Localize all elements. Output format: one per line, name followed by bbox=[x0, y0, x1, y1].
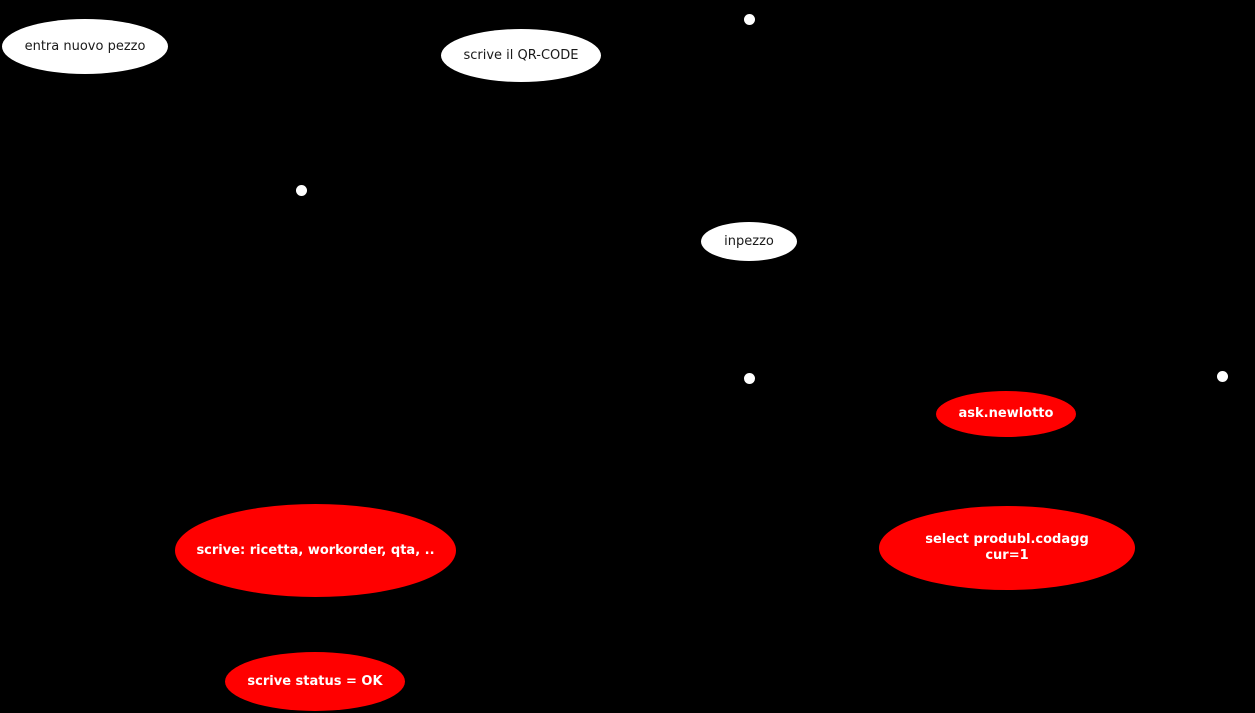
node-label: entra nuovo pezzo bbox=[24, 39, 146, 54]
junction-dot[interactable] bbox=[1217, 371, 1228, 382]
node-label: inpezzo bbox=[724, 234, 774, 249]
junction-dot[interactable] bbox=[296, 185, 307, 196]
node-label: scrive status = OK bbox=[247, 673, 383, 689]
node-scrive-status[interactable]: scrive status = OK bbox=[225, 652, 405, 711]
node-label: select produbl.codagg cur=1 bbox=[925, 532, 1089, 563]
node-label: ask.newlotto bbox=[958, 406, 1054, 421]
node-select-produbl[interactable]: select produbl.codagg cur=1 bbox=[879, 506, 1135, 590]
node-label: scrive: ricetta, workorder, qta, .. bbox=[196, 542, 435, 558]
node-scrive-qr-code[interactable]: scrive il QR-CODE bbox=[441, 29, 601, 82]
node-label: scrive il QR-CODE bbox=[463, 48, 579, 63]
junction-dot[interactable] bbox=[744, 373, 755, 384]
node-entra-nuovo-pezzo[interactable]: entra nuovo pezzo bbox=[2, 19, 168, 74]
node-inpezzo[interactable]: inpezzo bbox=[701, 222, 797, 261]
junction-dot[interactable] bbox=[744, 14, 755, 25]
node-ask-newlotto[interactable]: ask.newlotto bbox=[936, 391, 1076, 437]
node-scrive-ricetta[interactable]: scrive: ricetta, workorder, qta, .. bbox=[175, 504, 456, 597]
